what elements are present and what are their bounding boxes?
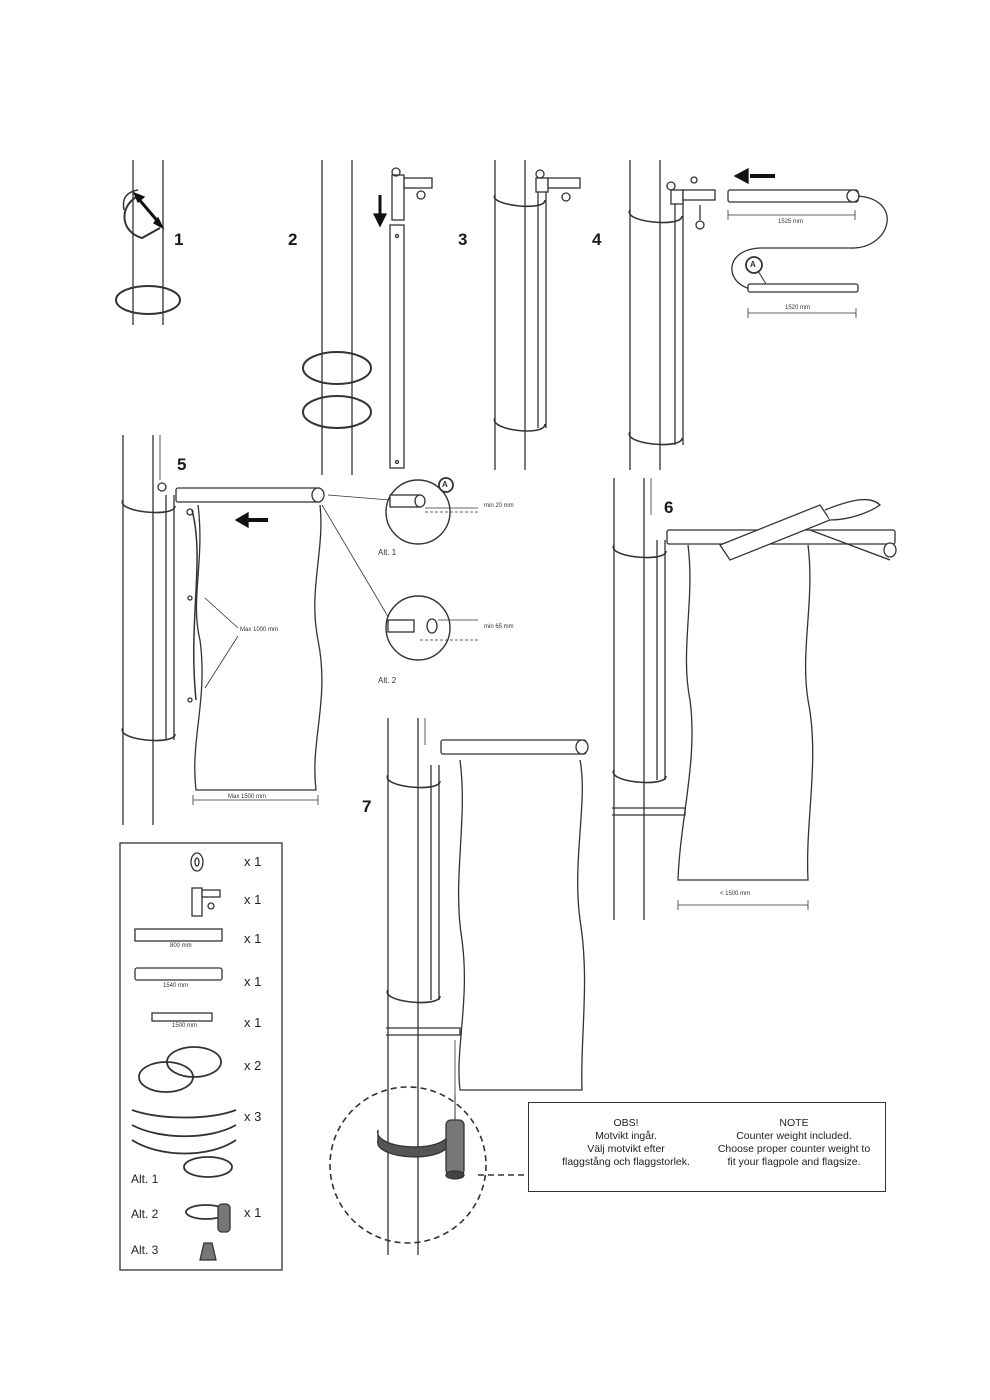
parts-dim-1500: 1500 mm <box>172 1023 198 1029</box>
part-qty-6: x 2 <box>244 1058 262 1073</box>
part-qty-4: x 1 <box>244 974 262 989</box>
note-en-line1: Counter weight included. <box>736 1130 852 1142</box>
note-en-line3: fit your flagpole and flagsize. <box>727 1156 861 1168</box>
step4-figure <box>628 160 888 470</box>
step-number-3: 3 <box>458 230 468 249</box>
step5-dim-min20: min 20 mm <box>484 503 514 509</box>
step5-callout-a: A <box>442 480 448 489</box>
parts-dim-1540: 1540 mm <box>163 983 189 989</box>
note-en-line2: Choose proper counter weight to <box>717 1143 871 1155</box>
parts-alt1: Alt. 1 <box>131 1172 159 1186</box>
parts-dim-800: 800 mm <box>170 943 192 949</box>
step-number-2: 2 <box>288 230 298 249</box>
callout-a-icon <box>745 256 763 274</box>
note-swedish: OBS! Motvikt ingår. Välj motvikt efter f… <box>541 1117 711 1169</box>
part-qty-7: x 3 <box>244 1109 262 1124</box>
step4-dim-1525: 1525 mm <box>778 219 804 225</box>
step6-dim-1500: < 1500 mm <box>720 891 751 897</box>
note-sv-line3: flaggstång och flaggstorlek. <box>562 1156 690 1168</box>
part-qty-8: x 1 <box>244 1205 262 1220</box>
step7-figure <box>329 718 589 1255</box>
step5-dim-min65: min 65 mm <box>484 624 514 630</box>
counterweight-note: OBS! Motvikt ingår. Välj motvikt efter f… <box>528 1102 886 1192</box>
step-number-7: 7 <box>362 797 372 816</box>
step1-figure <box>115 160 181 325</box>
step-number-4: 4 <box>592 230 602 249</box>
step-number-5: 5 <box>177 455 187 474</box>
step5-figure <box>121 435 478 825</box>
step-number-6: 6 <box>664 498 674 517</box>
part-qty-5: x 1 <box>244 1015 262 1030</box>
step6-figure <box>612 478 897 920</box>
part-qty-3: x 1 <box>244 931 262 946</box>
parts-alt3: Alt. 3 <box>131 1243 159 1257</box>
step4-dim-1520: 1520 mm <box>785 305 811 311</box>
note-sv-line1: Motvikt ingår. <box>595 1130 657 1142</box>
note-en-title: NOTE <box>779 1117 809 1129</box>
step-number-1: 1 <box>174 230 184 249</box>
parts-alt2: Alt. 2 <box>131 1207 159 1221</box>
note-english: NOTE Counter weight included. Choose pro… <box>709 1117 879 1169</box>
step2-figure <box>302 160 433 475</box>
step4-callout-a: A <box>750 260 756 269</box>
step5-dim-max1500: Max 1500 mm <box>228 794 267 800</box>
step5-alt1: Alt. 1 <box>378 548 397 557</box>
part-qty-1: x 1 <box>244 854 262 869</box>
step5-dim-max1000: Max 1000 mm <box>240 627 279 633</box>
parts-list-box <box>119 842 283 1271</box>
note-sv-title: OBS! <box>613 1117 639 1129</box>
step3-figure <box>493 160 581 470</box>
part-qty-2: x 1 <box>244 892 262 907</box>
note-sv-line2: Välj motvikt efter <box>587 1143 665 1155</box>
step5-alt2: Alt. 2 <box>378 676 397 685</box>
parts-figure <box>119 842 283 1271</box>
